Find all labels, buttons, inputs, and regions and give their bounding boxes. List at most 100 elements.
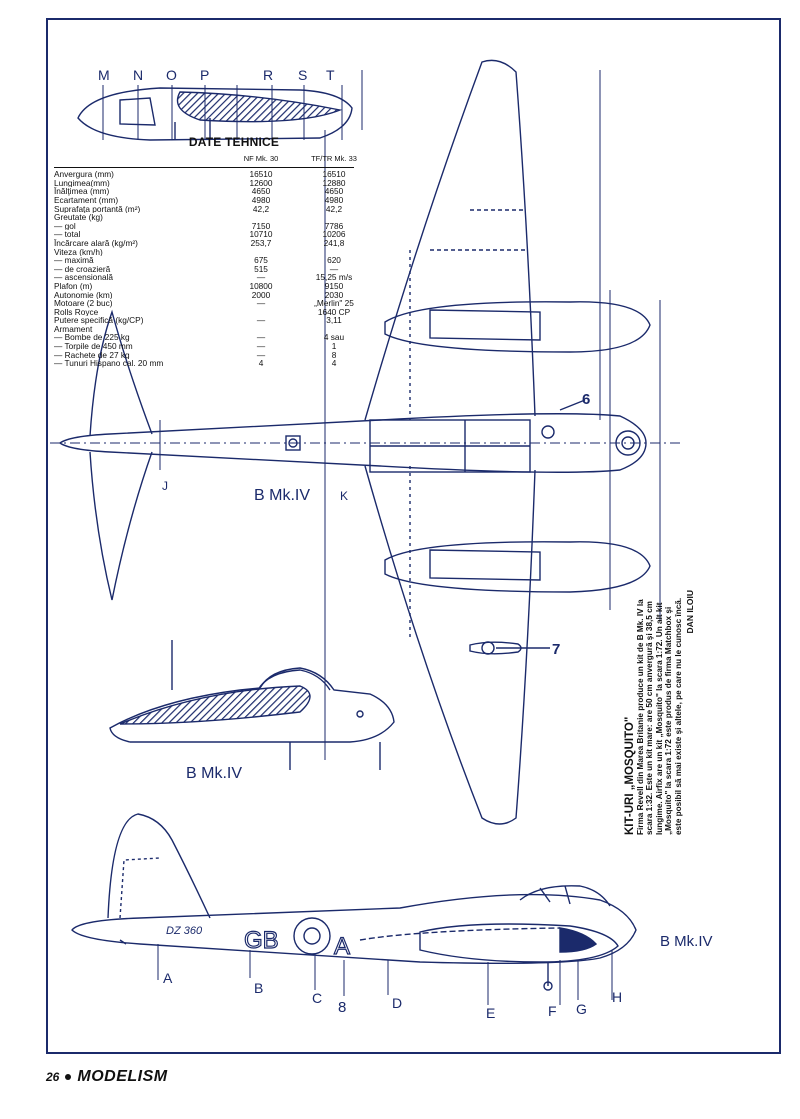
tech-row-value-2: 241,8 bbox=[323, 237, 345, 248]
section-view bbox=[77, 87, 353, 141]
tech-row-value-2: 9150 bbox=[324, 280, 344, 291]
tech-row: Lungimea(mm) 12600 12880 bbox=[54, 179, 374, 188]
tech-row-label: Înălţimea (mm) bbox=[54, 187, 110, 196]
page-frame bbox=[46, 18, 781, 1054]
tech-row-label: — maximă bbox=[54, 256, 94, 265]
tech-row-value-1: 2000 bbox=[251, 289, 271, 300]
tech-row-label: Autonomie (km) bbox=[54, 290, 113, 300]
side-variant-label: B Mk.IV bbox=[660, 933, 713, 950]
tech-row-label: — Rachete de 27 kg bbox=[54, 350, 130, 360]
station-H: H bbox=[612, 989, 622, 1005]
station-S: S bbox=[298, 67, 307, 83]
tech-row-label: — Torpile de 450 mm bbox=[54, 342, 133, 351]
tech-row-label: Încărcare alară (kg/m²) bbox=[54, 238, 138, 248]
tech-row: — total 10710 10206 bbox=[54, 230, 374, 239]
article-heading: KIT-URI „MOSQUITO" bbox=[624, 716, 636, 835]
tech-col1-header: NF Mk. 30 bbox=[243, 153, 279, 163]
tech-row-value-1: 16510 bbox=[249, 169, 273, 180]
plan-view bbox=[58, 59, 651, 825]
tech-row: — de croazieră 515 — bbox=[54, 265, 374, 274]
tech-row-value-1: — bbox=[256, 315, 266, 326]
profile-view bbox=[109, 640, 395, 770]
tech-row-value-2: 42,2 bbox=[325, 203, 343, 214]
profile-variant-label: B Mk.IV bbox=[186, 765, 242, 782]
callout-8: 8 bbox=[338, 999, 346, 1016]
tech-row-value-1: 10800 bbox=[249, 280, 273, 291]
tech-row-label: — Tunuri Hispano cal. 20 mm bbox=[54, 359, 164, 368]
tech-row-value-2: 2030 bbox=[324, 289, 344, 300]
station-lines-side bbox=[157, 944, 613, 1005]
tech-row-label: Ecartament (mm) bbox=[54, 195, 119, 205]
tech-row-value-2: 10206 bbox=[322, 229, 346, 240]
tech-column-headers: NF Mk. 30 TF/TR Mk. 33 bbox=[54, 153, 374, 164]
tech-row-value-1: 515 bbox=[254, 263, 268, 274]
station-lines-plan bbox=[50, 70, 680, 760]
station-E: E bbox=[486, 1005, 495, 1021]
station-P: P bbox=[200, 67, 209, 83]
tech-row-label: Greutate (kg) bbox=[54, 213, 103, 222]
code-letter-right: A bbox=[334, 933, 350, 960]
article-block: KIT-URI „MOSQUITO" Firma Revell din Mare… bbox=[622, 590, 737, 835]
tech-row-value-2: 620 bbox=[327, 255, 341, 266]
tech-row-label: Motoare (2 buc) bbox=[54, 299, 113, 308]
article-body: Firma Revell din Marea Britanie produce … bbox=[636, 597, 683, 835]
station-A: A bbox=[163, 970, 173, 986]
tech-row: Greutate (kg) bbox=[54, 213, 374, 222]
tech-row: Putere specifică (kg/CP)—3,11 bbox=[54, 316, 374, 325]
tech-row-label: Armament bbox=[54, 324, 93, 334]
callout-7: 7 bbox=[552, 641, 560, 658]
tech-row: — Rachete de 27 kg—8 bbox=[54, 351, 374, 360]
tech-row-value-1: 4 bbox=[258, 358, 264, 369]
tech-row-label: — gol bbox=[54, 221, 76, 231]
page-footer: 26 MODELISM bbox=[46, 1068, 168, 1086]
tech-row: Motoare (2 buc)—„Merlin" 25 bbox=[54, 299, 374, 308]
tech-row-value-1: 675 bbox=[254, 255, 268, 266]
page-number: 26 bbox=[46, 1070, 60, 1084]
tech-row-value-1: — bbox=[256, 272, 266, 283]
tech-row: Autonomie (km) 2000 2030 bbox=[54, 289, 374, 300]
station-B: B bbox=[254, 980, 263, 996]
technical-data-table: DATE TEHNICE NF Mk. 30 TF/TR Mk. 33 Anve… bbox=[54, 135, 374, 368]
tech-row-value-1: 7150 bbox=[251, 220, 271, 231]
tech-row-value-1: 42,2 bbox=[252, 203, 270, 214]
station-O: O bbox=[166, 67, 177, 83]
article-author: DAN ILOIU bbox=[685, 590, 696, 634]
tech-row-value-1: 4980 bbox=[251, 194, 271, 205]
station-D: D bbox=[392, 995, 402, 1011]
tech-row-value-2: 1640 CP bbox=[317, 306, 351, 317]
tech-row-label: — de croazieră bbox=[54, 264, 111, 274]
tech-row-value-2: 4980 bbox=[324, 194, 344, 205]
tech-rule bbox=[54, 167, 354, 169]
side-view bbox=[71, 813, 637, 991]
callout-6: 6 bbox=[582, 391, 590, 408]
tech-row-value-2: — bbox=[329, 263, 339, 274]
tech-row: Armament bbox=[54, 325, 374, 334]
tech-row-label: Suprafaţa portantă (m²) bbox=[54, 204, 141, 214]
tech-row-value-2: 12880 bbox=[322, 177, 346, 188]
marker-K: K bbox=[340, 489, 348, 503]
station-G: G bbox=[576, 1001, 587, 1017]
tech-row-value-1: 12600 bbox=[249, 177, 273, 188]
tech-row-value-1: 10710 bbox=[249, 229, 273, 240]
plan-variant-label: B Mk.IV bbox=[254, 487, 310, 504]
station-C: C bbox=[312, 990, 322, 1006]
station-R: R bbox=[263, 67, 273, 83]
tech-row: Ecartament (mm) 4980 4980 bbox=[54, 196, 374, 205]
tech-row: — ascensională—15,25 m/s bbox=[54, 273, 374, 282]
tech-row-value-1: — bbox=[256, 341, 266, 352]
tech-row-label: — total bbox=[54, 230, 81, 239]
tech-row: — maximă 675 620 bbox=[54, 256, 374, 265]
tech-row-value-1: — bbox=[256, 298, 266, 309]
tech-row-label: Lungimea(mm) bbox=[54, 178, 110, 188]
tech-row-label: Viteza (km/h) bbox=[54, 247, 103, 257]
tech-title: DATE TEHNICE bbox=[188, 135, 280, 149]
tech-row-value-1: — bbox=[256, 332, 266, 343]
tech-row-value-2: 16510 bbox=[322, 169, 346, 180]
